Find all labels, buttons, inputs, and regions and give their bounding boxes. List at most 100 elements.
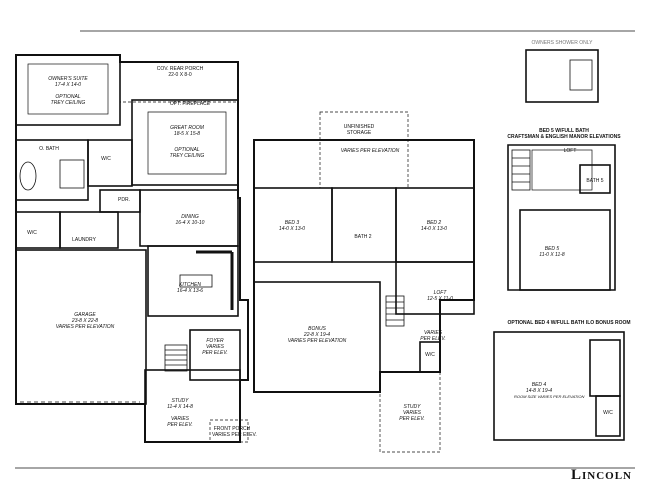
owners-suite-name: OWNER'S SUITE [48, 76, 88, 82]
bed5-inset-outline [507, 144, 616, 291]
owners-suite-dim: 17-4 x 14-0 [54, 82, 82, 88]
great-room-name: GREAT ROOM [170, 125, 204, 131]
bed4-dim: 14-8 x 19-4 [525, 388, 553, 394]
rear-porch-name: COV. REAR PORCH [156, 66, 204, 72]
bonus-room [253, 281, 381, 393]
kitchen-room [147, 245, 239, 317]
wic-closet [87, 139, 133, 187]
foyer-note1: VARIES [205, 344, 225, 350]
front-porch-name: FRONT PORCH [213, 426, 251, 432]
study-note1: VARIES [170, 416, 190, 422]
dining-name: DINING [181, 214, 199, 220]
study-open-label: STUDY VARIES PER ELEV. [394, 404, 430, 422]
varies2-note2: PER ELEV. [420, 336, 446, 342]
owners-shower-inset [525, 49, 599, 103]
bed5-title: BED 5 w/FULL BATH CRAFTSMAN & ENGLISH MA… [494, 128, 634, 140]
study-room [144, 369, 241, 443]
storage-name2: STORAGE [346, 130, 372, 136]
stair-first-floor [164, 344, 188, 372]
garage-dim: 23-8 x 22-8 [71, 318, 99, 324]
bonus-note: VARIES PER ELEVATION [287, 338, 347, 344]
varies2-label: VARIES PER ELEV. [418, 330, 448, 342]
second-wic-label: W/C [422, 352, 438, 358]
bed5-stair [511, 149, 531, 191]
bed5-title1: BED 5 w/FULL BATH [539, 128, 589, 134]
owners-suite-note1: OPTIONAL [55, 94, 81, 100]
storage-name1: UNFINISHED [343, 124, 375, 130]
bonus-name: BONUS [308, 326, 326, 332]
garage-room [15, 249, 147, 405]
bed4-inset-outline [493, 331, 625, 441]
wic-label: W/C [96, 156, 116, 162]
bath2-label: BATH 2 [348, 234, 378, 240]
rear-porch-area [119, 61, 239, 103]
shower-fixture [59, 159, 85, 189]
owners-shower-stall [569, 59, 593, 91]
owners-shower-title: OWNERS SHOWER ONLY [516, 40, 608, 46]
bed5-room-label: BED 5 11-0 x 11-8 [532, 246, 572, 258]
great-room-dim: 18-5 x 15-8 [173, 131, 201, 137]
storage-label: UNFINISHED STORAGE [334, 124, 384, 136]
fireplace-label: OPT. FIREPLACE [160, 101, 220, 107]
bed3-dim: 14-0 x 13-0 [278, 226, 306, 232]
owners-suite-label: OWNER'S SUITE 17-4 x 14-0 OPTIONAL TREY … [32, 76, 104, 106]
bed5-bath [579, 164, 611, 194]
kitchen-name: KITCHEN [179, 282, 201, 288]
brand-title: Lincoln [570, 467, 632, 483]
bed5-loft-text: LOFT [563, 148, 577, 154]
bed3-label: BED 3 14-0 x 13-0 [272, 220, 312, 232]
loft-area [395, 261, 475, 315]
foyer-room [189, 329, 241, 381]
study-dim: 11-4 x 14-8 [167, 404, 193, 410]
fireplace-text: OPT. FIREPLACE [169, 101, 211, 107]
bed5-name: BED 5 [544, 246, 560, 252]
bonus-dim: 22-8 x 19-4 [303, 332, 331, 338]
laundry-label: LAUNDRY [64, 237, 104, 243]
foyer-note2: PER ELEV. [202, 350, 228, 356]
bed4-note: ROOM SIZE VARIES PER ELEVATION [514, 394, 585, 399]
varies-text: VARIES PER ELEVATION [340, 148, 400, 154]
pdr-text: PDR. [118, 197, 130, 203]
stair-second-floor [385, 295, 405, 327]
bath2-room [331, 187, 397, 263]
bed5-bath-text: BATH 5 [586, 178, 604, 184]
bonus-label: BONUS 22-8 x 19-4 VARIES PER ELEVATION [282, 326, 352, 344]
bed4-wic-label: W/C [600, 410, 616, 416]
study-name: STUDY [171, 398, 189, 404]
laundry-text: LAUNDRY [72, 237, 96, 243]
bed4-room-label: BED 4 14-8 x 19-4 ROOM SIZE VARIES PER E… [514, 382, 585, 399]
kitchen-dim: 16-4 x 13-6 [176, 288, 204, 294]
tub-fixture [19, 161, 37, 191]
great-room-note1: OPTIONAL [174, 147, 200, 153]
study-open-name: STUDY [403, 404, 421, 410]
bed4-wic-text: W/C [603, 410, 613, 416]
bed3-name: BED 3 [284, 220, 300, 226]
bed2-dim: 14-0 x 13-0 [420, 226, 448, 232]
owners-shower-text: OWNERS SHOWER ONLY [531, 40, 593, 46]
bed4-name: BED 4 [531, 382, 547, 388]
wic2-label: W/C [22, 230, 42, 236]
great-room-trey [147, 111, 227, 175]
varies-label: VARIES PER ELEVATION [330, 148, 410, 154]
bed5-loft-label: LOFT [558, 148, 582, 154]
bed5-room [519, 209, 611, 291]
bed5-title2: CRAFTSMAN & ENGLISH MANOR ELEVATIONS [507, 134, 621, 140]
dining-label: DINING 16-4 x 10-10 [165, 214, 215, 226]
study-open-note1: VARIES [402, 410, 422, 416]
bed2-name: BED 2 [426, 220, 442, 226]
great-room-label: GREAT ROOM 18-5 x 15-8 OPTIONAL TREY CEI… [150, 125, 224, 159]
wic-text: W/C [101, 156, 111, 162]
wic2-text: W/C [27, 230, 37, 236]
garage-note: VARIES PER ELEVATION [55, 324, 115, 330]
bed4-title: OPTIONAL BED 4 w/FULL BATH ILO BONUS ROO… [494, 320, 644, 326]
second-floor-outline [253, 139, 475, 393]
great-room-note2: TREY CEILING [169, 153, 205, 159]
bath2-text: BATH 2 [354, 234, 372, 240]
garage-name: GARAGE [74, 312, 96, 318]
front-porch-label: FRONT PORCH VARIES PER ELEV. [212, 426, 257, 438]
bed4-bath [589, 339, 621, 397]
second-wic-text: W/C [425, 352, 435, 358]
bed5-loft [531, 149, 593, 191]
study-open-to-below [379, 371, 441, 453]
